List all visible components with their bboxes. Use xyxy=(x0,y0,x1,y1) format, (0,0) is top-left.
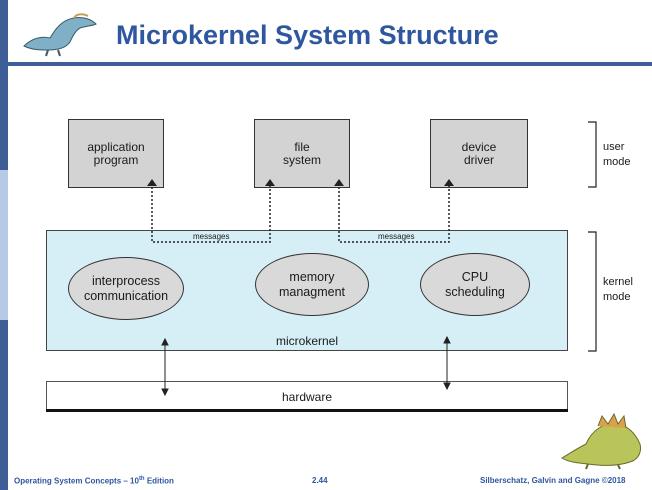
ellipse-label-line1: CPU xyxy=(461,269,489,284)
kernel-mode-bracket xyxy=(588,231,597,352)
header-rule xyxy=(8,62,652,66)
kernel-mode-label: kernel mode xyxy=(603,275,633,305)
ellipse-label-line1: memory xyxy=(289,269,335,284)
hardware-base-bar xyxy=(46,409,568,412)
arrowhead-down-left-icon xyxy=(161,388,169,397)
user-mode-label: user mode xyxy=(603,140,631,170)
box-label-line2: program xyxy=(93,152,139,167)
mode-label-line2: mode xyxy=(603,291,631,303)
ellipse-label-line2: scheduling xyxy=(445,284,505,299)
arrowhead-file-icon xyxy=(265,179,275,186)
footer-title-sup: th xyxy=(138,476,145,482)
footer-course-title: Operating System Concepts – 10th Edition xyxy=(14,476,174,486)
ellipse-label-line1: interprocess xyxy=(91,273,161,288)
arrowhead-up-left-icon xyxy=(161,337,169,346)
left-sidebar-highlight xyxy=(0,170,8,320)
box-label-line2: system xyxy=(282,152,321,167)
footer-title-tail: Edition xyxy=(144,476,174,486)
arrowhead-up-right-icon xyxy=(443,335,451,344)
page-title: Microkernel System Structure xyxy=(116,20,499,50)
footer-authors: Silberschatz, Galvin and Gagne ©2018 xyxy=(480,476,626,485)
message-path-right xyxy=(338,183,450,243)
footer-title-main: Operating System Concepts – 10 xyxy=(14,476,139,486)
dinosaur-footer-icon xyxy=(561,412,641,470)
microkernel-label: microkernel xyxy=(275,334,338,348)
mode-label-line1: user xyxy=(603,141,625,153)
box-label-line1: device xyxy=(461,139,497,154)
ellipse-label-line2: managment xyxy=(278,284,345,299)
arrowhead-device-icon xyxy=(444,179,454,186)
hardware-label: hardware xyxy=(281,390,333,404)
box-label-line2: driver xyxy=(463,152,494,167)
dinosaur-logo-icon xyxy=(23,13,97,57)
ellipse-label-line2: communication xyxy=(83,288,169,303)
arrowhead-fs-icon xyxy=(334,179,344,186)
mode-label-line1: kernel xyxy=(603,276,633,288)
mode-label-line2: mode xyxy=(603,156,631,168)
arrowhead-down-right-icon xyxy=(443,382,451,391)
user-mode-bracket xyxy=(588,121,597,188)
arrowhead-app-icon xyxy=(147,179,157,186)
footer-page-number: 2.44 xyxy=(312,476,328,485)
messages-label-right: messages xyxy=(378,232,415,241)
messages-label-left: messages xyxy=(193,232,230,241)
message-path-left xyxy=(151,183,271,243)
box-label-line1: application xyxy=(87,139,145,154)
hardware-box xyxy=(46,381,568,411)
box-label-line1: file xyxy=(294,139,310,154)
